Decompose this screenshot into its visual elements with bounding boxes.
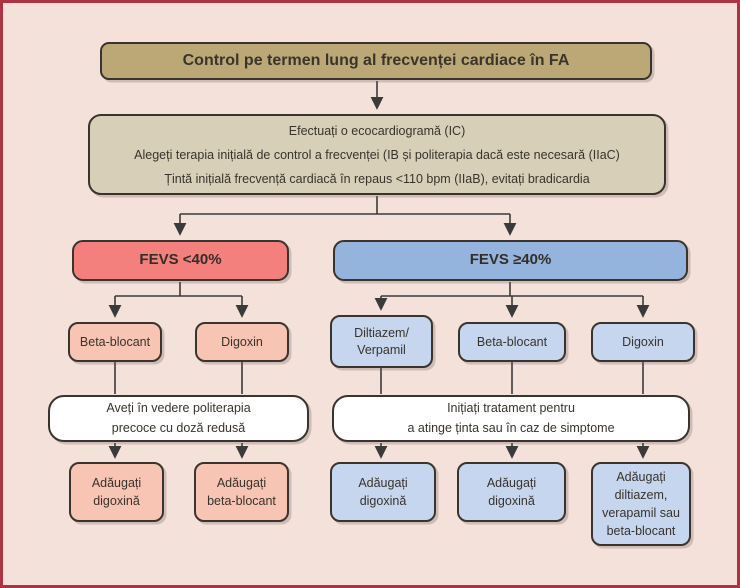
instruction-line-3: Țintă inițială frecvență cardiacă în rep… [164,171,590,186]
drug-digoxin-left: Digoxin [195,322,289,362]
note-right-tratament: Inițiați tratament pentru a atinge ținta… [332,395,690,442]
fevs-lt40-box: FEVS <40% [72,240,289,281]
outcome-add-digoxina-left: Adăugați digoxină [69,462,164,522]
outcome-add-digoxina-mid: Adăugați digoxină [330,462,436,522]
instruction-line-1: Efectuați o ecocardiogramă (IC) [288,123,466,138]
outcome-add-beta-blocant: Adăugați beta-blocant [194,462,289,522]
drug-diltiazem-verpamil: Diltiazem/ Verpamil [330,315,433,368]
note-left-politerapia: Aveți în vedere politerapia precoce cu d… [48,395,309,442]
drug-beta-blocant-left: Beta-blocant [68,322,162,362]
drug-beta-blocant-right: Beta-blocant [458,322,566,362]
outcome-add-digoxina-right: Adăugați digoxină [457,462,566,522]
drug-digoxin-right: Digoxin [591,322,695,362]
title-box: Control pe termen lung al frecvenței car… [100,42,652,80]
fevs-gte40-box: FEVS ≥40% [333,240,688,281]
instructions-box: Efectuați o ecocardiogramă (IC) Alegeți … [88,114,666,195]
outcome-add-diltiazem-verapamil-beta: Adăugați diltiazem, verapamil sau beta-b… [591,462,691,546]
instruction-line-2: Alegeți terapia inițială de control a fr… [134,147,620,162]
